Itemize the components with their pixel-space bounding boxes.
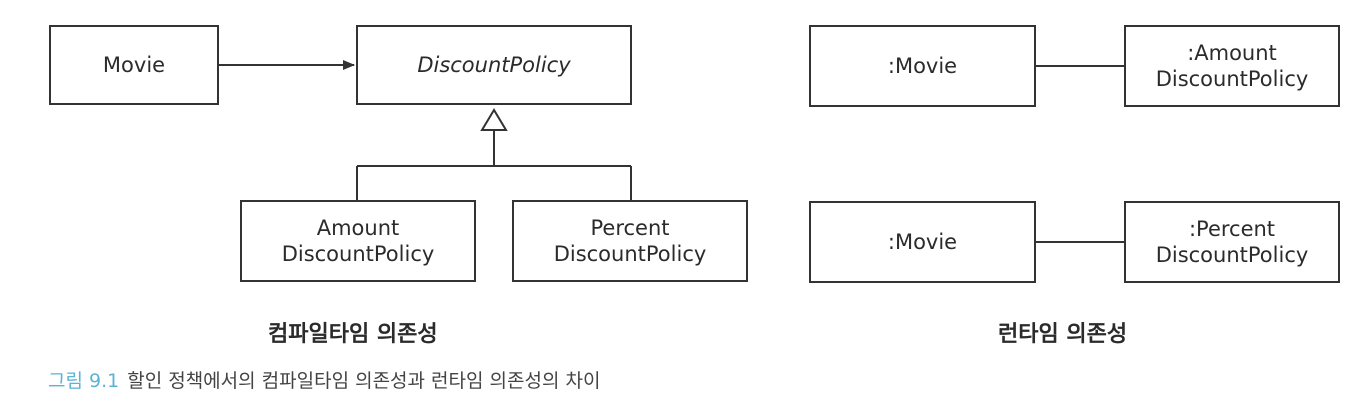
movie-class-box: Movie <box>49 25 219 105</box>
amount-discount-policy-class-box: Amount DiscountPolicy <box>240 200 476 282</box>
discount-policy-class-box: DiscountPolicy <box>356 25 632 105</box>
amount-class-label-line2: DiscountPolicy <box>281 242 435 266</box>
compile-time-caption: 컴파일타임 의존성 <box>268 322 438 347</box>
runtime-amount-label-line2: DiscountPolicy <box>1155 67 1309 91</box>
figure-number: 그림 9.1 <box>48 370 120 392</box>
runtime-amount-label-line1: :Amount <box>1187 41 1277 65</box>
runtime-movie-label-1: :Movie <box>887 54 958 78</box>
amount-class-label-line1: Amount <box>316 216 400 240</box>
runtime-movie-object-1: :Movie <box>809 25 1036 107</box>
inheritance-triangle <box>480 108 508 131</box>
runtime-percent-object: :Percent DiscountPolicy <box>1124 201 1340 283</box>
runtime-caption: 런타임 의존성 <box>998 322 1128 347</box>
figure-title: 할인 정책에서의 컴파일타임 의존성과 런타임 의존성의 차이 <box>127 370 601 392</box>
runtime-amount-object: :Amount DiscountPolicy <box>1124 25 1340 107</box>
runtime-percent-label-line2: DiscountPolicy <box>1155 243 1309 267</box>
percent-class-label-line1: Percent <box>590 216 670 240</box>
runtime-movie-label-2: :Movie <box>887 230 958 254</box>
discount-policy-class-label: DiscountPolicy <box>417 53 571 77</box>
figure-caption: 그림 9.1 할인 정책에서의 컴파일타임 의존성과 런타임 의존성의 차이 <box>48 366 600 393</box>
movie-class-label: Movie <box>102 53 166 77</box>
runtime-movie-object-2: :Movie <box>809 201 1036 283</box>
runtime-percent-label-line1: :Percent <box>1188 217 1276 241</box>
percent-discount-policy-class-box: Percent DiscountPolicy <box>512 200 748 282</box>
percent-class-label-line2: DiscountPolicy <box>553 242 707 266</box>
